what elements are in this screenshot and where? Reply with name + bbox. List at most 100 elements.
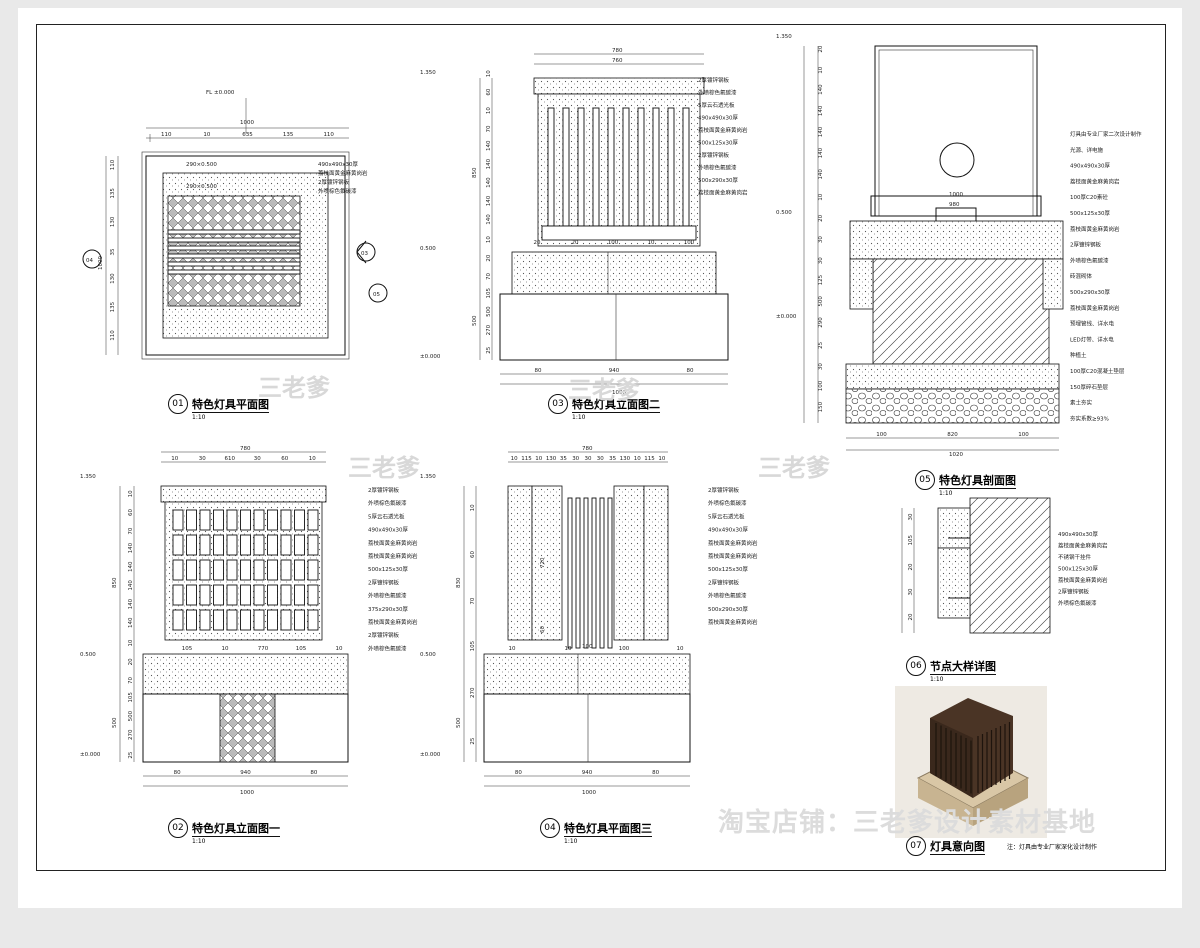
callout-label: 荔枝面黄金麻黄岗岩: [708, 552, 758, 560]
dim-text-left: 10: [128, 639, 134, 646]
grid-cell: [213, 609, 224, 631]
view-title-03: 特色灯具立面图二: [572, 397, 660, 413]
grid-cell: [199, 509, 211, 531]
callout-label: 荔枝面黄金麻黄岗岩: [318, 169, 368, 177]
dim-text-mid: 10: [509, 646, 516, 652]
callout-label: 500x125x30厚: [368, 566, 409, 573]
dim-text-left: 140: [128, 617, 134, 628]
grid-cell: [186, 609, 197, 631]
dim-text-top: 30: [572, 456, 579, 462]
grid-cell: [253, 509, 265, 531]
dim-text-left: 150: [818, 401, 824, 412]
dim-text-left: 110: [110, 159, 116, 170]
slat-bar: [567, 497, 573, 649]
dim-overall: 850: [112, 577, 118, 588]
dim-text-left: 500: [128, 710, 134, 721]
callout-label: 2厚镀锌钢板: [698, 151, 729, 159]
dim-text-left: 70: [128, 677, 134, 684]
grid-cell: [186, 559, 197, 581]
labels-layer: [18, 8, 1182, 908]
callout-label: 种植土: [1070, 351, 1087, 359]
level-label: 1.350: [776, 34, 792, 40]
callout-label: 500x290x30厚: [708, 606, 749, 613]
dim-inner: 60: [540, 626, 546, 633]
callout-label: 荔枝面黄金麻黄岗岩: [368, 618, 418, 626]
dim-text-mid: 10: [648, 240, 655, 246]
section-marker: 03: [361, 251, 368, 257]
callout-label: 外喷棕色氟碳漆: [368, 499, 407, 507]
grid-cell: [267, 559, 278, 581]
grid-cell: [226, 609, 238, 631]
callout-label: 夯实系数≥93%: [1070, 414, 1109, 422]
callout-label: 150厚碎石垫层: [1070, 383, 1108, 391]
callout-label: 外喷棕色氟碳漆: [698, 89, 737, 97]
inner-dim: 290×0.500: [186, 162, 217, 168]
dim-overall: 1000: [240, 120, 254, 126]
dim-text-top: 30: [585, 456, 592, 462]
view-01-plan: [82, 98, 388, 360]
grid-cell: [226, 584, 238, 606]
level-label: ±0.000: [420, 354, 441, 360]
dim-text-left: 125: [818, 274, 824, 285]
view-02-elevation: [119, 451, 349, 787]
grid-cell: [240, 534, 251, 556]
dim-text-left: 10: [818, 193, 824, 200]
dim-text-left: 70: [486, 273, 492, 280]
grid-cell: [294, 559, 305, 581]
grid-cell: [294, 534, 305, 556]
callout-label: 2厚镀锌钢板: [708, 486, 739, 494]
callout-label: 490x490x30厚: [698, 115, 739, 122]
callout-label: 490x490x30厚: [318, 161, 359, 168]
callout-label: 荔枝面黄金麻黄岗岩: [708, 539, 758, 547]
callout-label: 5厚云石透光板: [698, 101, 735, 109]
dim-text-left: 140: [128, 598, 134, 609]
grid-cell: [267, 509, 278, 531]
callout-label: 荔枝面黄金麻黄岗岩: [708, 618, 758, 626]
view-number-03: 03: [548, 394, 568, 414]
callout-label: 荔枝面黄金麻黄岗岩: [1058, 542, 1108, 550]
view-scale-02: 1:10: [192, 838, 206, 845]
dim-text-mid: 100: [608, 240, 619, 246]
dim-text-left: 60: [470, 551, 476, 558]
dim-text-mid: 20: [534, 240, 541, 246]
callout-label: 2厚镀锌钢板: [368, 486, 399, 494]
callout-label: 外喷棕色氟碳漆: [368, 592, 407, 600]
callout-label: 5厚云石透光板: [368, 512, 405, 520]
callout-label: 500x125x30厚: [1058, 566, 1099, 573]
grid-cell: [226, 559, 238, 581]
dim-text-top: 30: [199, 456, 206, 462]
watermark-4: 三老爹: [568, 376, 640, 404]
dim-text-left: 10: [486, 107, 492, 114]
view-number-02: 02: [168, 818, 188, 838]
level-label: ±0.000: [80, 752, 101, 758]
dim-text-left: 20: [818, 45, 824, 52]
section-marker: 05: [373, 292, 380, 298]
dim-text-left: 20: [818, 214, 824, 221]
dim-text-top: 10: [171, 456, 178, 462]
dim-text-left: 140: [486, 214, 492, 225]
grid-cell: [226, 509, 238, 531]
grid-cell: [253, 534, 265, 556]
dim-text-left: 35: [110, 248, 116, 255]
dim-text-left: 20: [486, 254, 492, 261]
grid-cell: [213, 584, 224, 606]
dim-overall: 850: [472, 167, 478, 178]
callout-label: 500x125x30厚: [1070, 210, 1111, 217]
dim-text-bottom: 940: [582, 770, 593, 776]
view-title-04: 特色灯具平面图三: [564, 821, 652, 837]
grid-cell: [267, 584, 278, 606]
slat-bar: [591, 497, 597, 649]
callout-label: 490x490x30厚: [368, 527, 409, 534]
dim-text-top: 10: [511, 456, 518, 462]
grid-cell: [294, 584, 305, 606]
dim-text-left: 110: [110, 330, 116, 341]
callout-label: 预埋管线、详水电: [1070, 320, 1115, 328]
dim-text-mid: 100: [684, 240, 695, 246]
watermark-3: 三老爹: [758, 454, 830, 482]
level-label: 0.500: [776, 210, 792, 216]
grid-cell: [186, 534, 197, 556]
grid-cell: [280, 584, 292, 606]
grid-cell: [280, 559, 292, 581]
callout-label: 外喷棕色氟碳漆: [368, 644, 407, 652]
dim-text-left: 140: [818, 105, 824, 116]
